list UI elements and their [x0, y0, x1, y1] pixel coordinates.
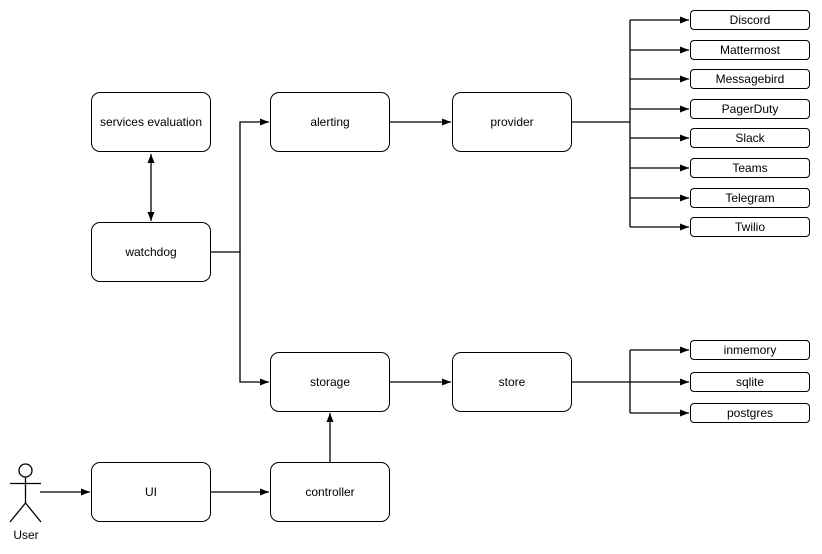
provider-item-pagerduty: PagerDuty [690, 99, 810, 119]
store-item-postgres: postgres [690, 403, 810, 423]
node-store: store [452, 352, 572, 412]
store-item-sqlite: sqlite [690, 372, 810, 392]
provider-item-twilio: Twilio [690, 217, 810, 237]
provider-item-mattermost: Mattermost [690, 40, 810, 60]
node-ui: UI [91, 462, 211, 522]
user-actor-label: User [13, 528, 39, 542]
provider-item-teams: Teams [690, 158, 810, 178]
node-provider: provider [452, 92, 572, 152]
node-controller: controller [270, 462, 390, 522]
actor-left-leg [9, 502, 27, 523]
provider-item-discord: Discord [690, 10, 810, 30]
actor-head [18, 463, 33, 478]
user-actor-icon [9, 463, 42, 523]
actor-right-leg [24, 502, 42, 523]
node-alerting: alerting [270, 92, 390, 152]
node-watchdog: watchdog [91, 222, 211, 282]
provider-item-telegram: Telegram [690, 188, 810, 208]
node-storage: storage [270, 352, 390, 412]
edge-watchdog-alerting [211, 118, 269, 253]
provider-item-messagebird: Messagebird [690, 69, 810, 89]
node-services-evaluation: services evaluation [91, 92, 211, 152]
store-item-inmemory: inmemory [690, 340, 810, 360]
edge-watchdog-storage [239, 252, 269, 386]
provider-item-slack: Slack [690, 128, 810, 148]
